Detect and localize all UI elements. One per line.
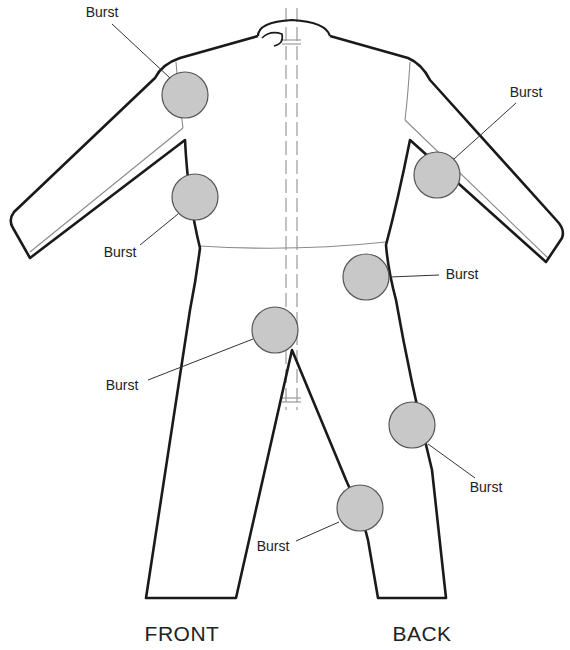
burst-label: Burst <box>104 245 137 260</box>
seam-lines <box>30 62 548 258</box>
view-label: BACK <box>392 622 451 645</box>
burst-label: Burst <box>446 267 479 282</box>
burst-circles <box>162 72 460 531</box>
burst-label: Burst <box>106 378 139 393</box>
burst-label: Burst <box>86 5 119 20</box>
leader-lines <box>112 24 516 541</box>
burst-label: Burst <box>470 480 503 495</box>
burst-label: Burst <box>257 539 290 554</box>
suit-outline <box>11 20 563 598</box>
burst-label: Burst <box>510 85 543 100</box>
view-label: FRONT <box>145 622 220 645</box>
